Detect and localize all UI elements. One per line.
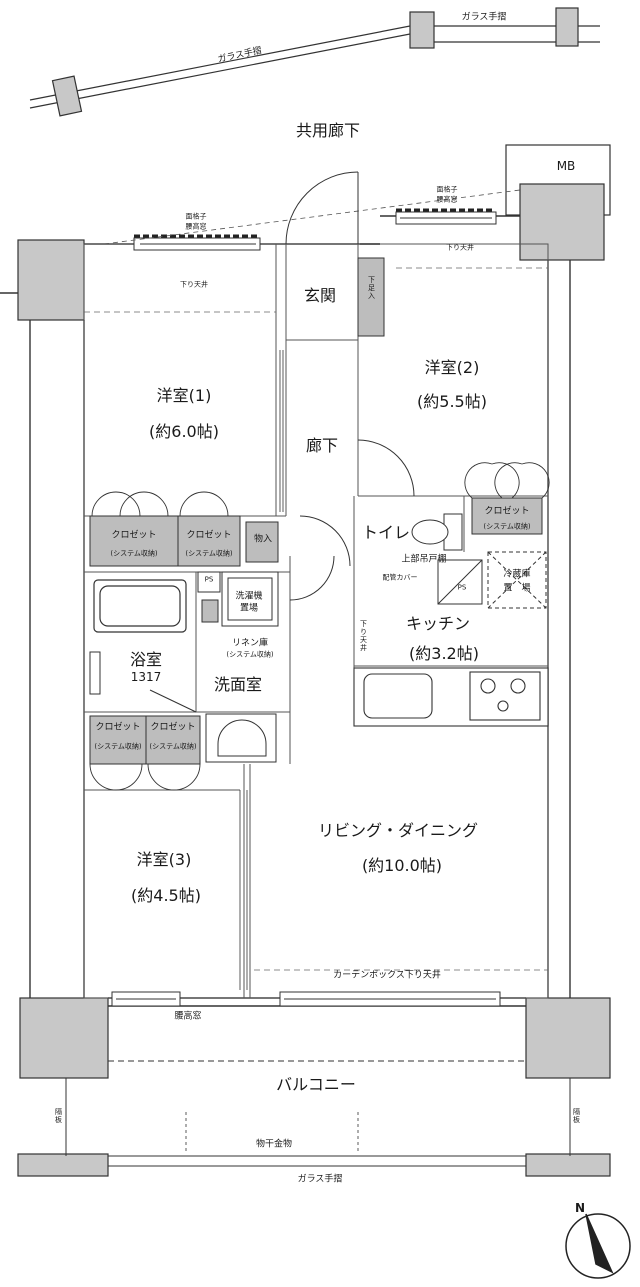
- toilet-fixture: [411, 513, 463, 551]
- closet-5-sys: (システム収納): [149, 742, 197, 751]
- western1-name: 洋室(1): [156, 386, 212, 405]
- bath-door: [89, 651, 101, 695]
- closet-3-sys: (システム収納): [483, 522, 531, 531]
- clothes-hanger-marks: [185, 1112, 359, 1154]
- lattice-left-1: 面格子: [185, 212, 207, 221]
- top-glass-railing: [29, 7, 600, 117]
- washer: [221, 571, 279, 627]
- glass-rail-top-right: ガラス手摺: [461, 12, 507, 23]
- fridge-line2: 置 場: [503, 583, 531, 594]
- western3-size: (約4.5帖): [131, 886, 201, 905]
- sliding-doors: [239, 350, 284, 990]
- ceiling-lines: [84, 267, 548, 971]
- closet-3-label: クロゼット: [484, 506, 530, 517]
- western3-name: 洋室(3): [136, 850, 192, 869]
- bath-name: 浴室: [129, 650, 163, 669]
- kitchen-lowered-ceiling: 下り天井: [359, 620, 368, 652]
- outer-walls: [17, 183, 611, 1177]
- fridge-area: [487, 551, 547, 609]
- north-compass: [565, 1213, 631, 1279]
- bath-door-swing: [149, 689, 197, 713]
- waist-window-label: 腰高窓: [174, 1011, 202, 1022]
- linen-sys: (システム収納): [226, 650, 274, 659]
- closet-1-sys: (システム収納): [110, 549, 158, 558]
- washer-line2: 置場: [239, 603, 259, 614]
- lowered-ceiling-2: 下り天井: [446, 243, 474, 252]
- bathtub: [93, 579, 187, 633]
- entrance-label: 玄関: [303, 286, 337, 305]
- living-size: (約10.0帖): [361, 856, 443, 875]
- bath-size: 1317: [130, 670, 162, 684]
- entrance-door: [285, 171, 415, 601]
- washer-line1: 洗濯機: [235, 591, 263, 602]
- western2-size: (約5.5帖): [417, 392, 487, 411]
- windows: [111, 211, 501, 1007]
- balcony-label: バルコニー: [276, 1075, 356, 1094]
- washbasin: [205, 713, 277, 763]
- storage-label: 物入: [253, 534, 273, 545]
- partition-right: 隔板: [572, 1108, 581, 1124]
- upper-cabinet-label: 上部吊戸棚: [401, 554, 447, 565]
- closet-doors: [89, 462, 550, 791]
- corridor-label: 共用廊下: [295, 121, 361, 140]
- kitchen-size: (約3.2帖): [409, 644, 479, 663]
- north-label: N: [574, 1201, 586, 1215]
- closet-2-label: クロゼット: [186, 530, 232, 541]
- closet-5-label: クロゼット: [150, 722, 196, 733]
- living-name: リビング・ダイニング: [317, 821, 479, 840]
- ps-bath-label: PS: [204, 575, 214, 584]
- lattice-left-2: 腰高窓: [185, 222, 207, 231]
- lattice-lines: [134, 208, 494, 238]
- toilet-label: トイレ: [361, 523, 411, 542]
- lattice-right-2: 腰高窓: [436, 195, 458, 204]
- closet-1-label: クロゼット: [111, 530, 157, 541]
- closet-2-sys: (システム収納): [185, 549, 233, 558]
- clothes-hanger-label: 物干金物: [255, 1139, 293, 1150]
- kitchen-name: キッチン: [405, 614, 471, 633]
- balcony: [65, 1060, 571, 1167]
- pipe-cover-label: 配管カバー: [382, 573, 418, 582]
- mb-label: MB: [556, 159, 576, 173]
- closet-4-label: クロゼット: [95, 722, 141, 733]
- ps-boxes: [197, 559, 483, 605]
- western2-name: 洋室(2): [424, 358, 480, 377]
- closet-4-sys: (システム収納): [94, 742, 142, 751]
- lattice-right-1: 面格子: [436, 185, 458, 194]
- fridge-line1: 冷蔵庫: [503, 569, 531, 580]
- partition-left: 隔板: [54, 1108, 63, 1124]
- exterior-lines: [0, 215, 571, 1007]
- linen-label: リネン庫: [231, 638, 269, 649]
- lowered-ceiling-1: 下り天井: [180, 280, 208, 289]
- corridor-dashed-line: [103, 189, 521, 245]
- washroom-label: 洗面室: [213, 675, 263, 694]
- hallway-label: 廊下: [305, 436, 339, 455]
- western1-size: (約6.0帖): [149, 422, 219, 441]
- shoe-storage-label: 下足入: [367, 276, 376, 300]
- closets-row1: [89, 497, 543, 765]
- ps-kitchen-label: PS: [457, 583, 467, 592]
- kitchen-counter: [353, 667, 549, 727]
- glass-rail-bottom: ガラス手摺: [297, 1174, 343, 1185]
- curtain-box-label: カーテンボックス下り天井: [333, 970, 441, 981]
- linen-storage: [201, 599, 219, 623]
- shoe-storage: [357, 257, 385, 337]
